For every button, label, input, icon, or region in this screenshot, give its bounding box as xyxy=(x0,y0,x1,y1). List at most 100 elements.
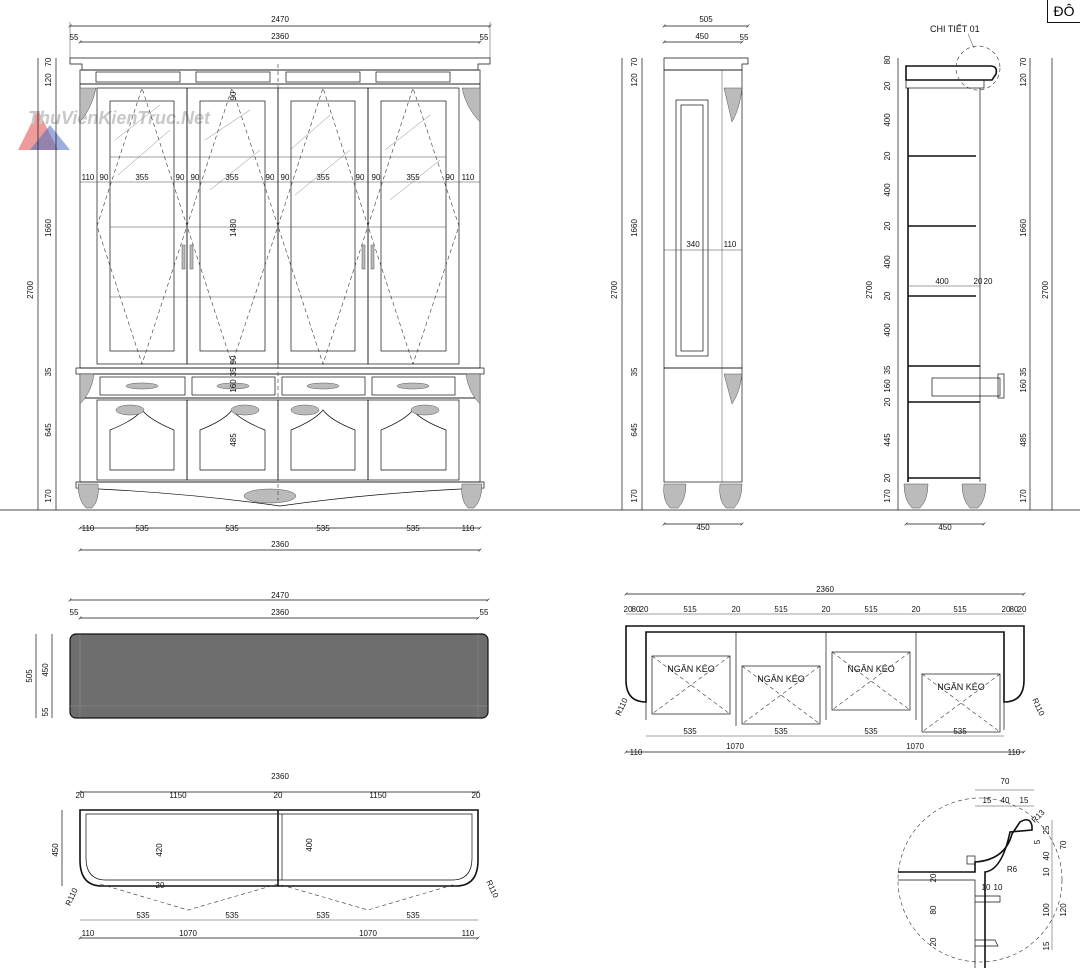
dim-bottom-0: 110 xyxy=(82,524,95,533)
dimension-label: 15 xyxy=(983,796,992,805)
dim-front-overhang-right: 55 xyxy=(480,33,489,42)
dim-bottom-5: 110 xyxy=(462,524,475,533)
dimension-label: 420 xyxy=(155,843,164,857)
dim-mod-11: 355 xyxy=(406,173,420,182)
dimension-label: 55 xyxy=(41,707,50,716)
dimension-label: 110 xyxy=(462,929,475,938)
dimension-label: NGĂN KÉO xyxy=(847,664,895,674)
dimension-label: 20 xyxy=(156,881,165,890)
dim-mod-8: 355 xyxy=(316,173,330,182)
dimension-label: 535 xyxy=(316,911,330,920)
dimension-label: 20 xyxy=(624,605,633,614)
dimension-label: 450 xyxy=(41,663,50,677)
dimension-label: 55 xyxy=(70,608,79,617)
dimension-label: 20 xyxy=(732,605,741,614)
dimension-label: 20 xyxy=(883,291,892,300)
dimension-label: 445 xyxy=(883,433,892,447)
detail-01: 70 15 40 15 R13 R6 25 70 40 10 100 120 1… xyxy=(897,777,1068,968)
dim-mid-485: 485 xyxy=(229,433,238,447)
dimension-label: 15 xyxy=(1042,941,1051,950)
dim-mod-13: 110 xyxy=(462,173,475,182)
section-dimensions: 80 20 400 20 400 20 400 20 400 35 160 20… xyxy=(865,55,1053,532)
dimension-label: 20 xyxy=(883,221,892,230)
dimension-label: 20 xyxy=(883,81,892,90)
dimension-label: 70 xyxy=(1001,777,1010,786)
dimension-label: 20 xyxy=(883,473,892,482)
watermark-text: ThuVienKienTruc.Net xyxy=(28,108,211,128)
dimension-label: R110 xyxy=(64,886,80,907)
dimension-label: 400 xyxy=(305,838,314,852)
dimension-label: 535 xyxy=(136,911,150,920)
dim-front-h-upper: 1660 xyxy=(44,219,53,237)
dim-mod-9: 90 xyxy=(356,173,365,182)
dimension-label: 120 xyxy=(1059,903,1068,917)
side-elevation xyxy=(663,57,749,509)
dimension-label: 515 xyxy=(864,605,878,614)
dim-mod-5: 355 xyxy=(225,173,239,182)
dimension-label: 20 xyxy=(929,937,938,946)
dimension-label: 535 xyxy=(774,727,788,736)
dim-mod-1: 90 xyxy=(100,173,109,182)
dimension-label: 400 xyxy=(883,113,892,127)
top-plan: 2470 2360 55 55 505 450 55 xyxy=(25,591,490,719)
dimension-label: NGĂN KÉO xyxy=(757,674,805,684)
dimension-label: R110 xyxy=(1030,697,1046,718)
dim-top-width-inner: 2360 xyxy=(271,608,289,617)
dim-front-width-inner: 2360 xyxy=(271,32,289,41)
dim-bottom-1: 535 xyxy=(135,524,149,533)
dimension-label: 40 xyxy=(1001,796,1010,805)
dimension-label: NGĂN KÉO xyxy=(937,682,985,692)
dimension-label: 1070 xyxy=(359,929,377,938)
dim-mod-4: 90 xyxy=(191,173,200,182)
dim-front-h-cornice: 120 xyxy=(44,73,53,87)
dimension-label: 5 xyxy=(1033,839,1042,844)
drawer-4: NGĂN KÉO xyxy=(921,673,1001,733)
dimension-label: 20 xyxy=(76,791,85,800)
dimension-label: 535 xyxy=(683,727,697,736)
dimension-label: 1070 xyxy=(179,929,197,938)
dim-glass-top: 90 xyxy=(229,91,238,100)
dim-mod-6: 90 xyxy=(266,173,275,182)
dim-side-h-3: 2700 xyxy=(610,281,619,299)
dim-side-h-4: 35 xyxy=(630,367,639,376)
dimension-label: 10 xyxy=(994,883,1003,892)
dimension-label: 25 xyxy=(1042,825,1051,834)
dimension-label: 400 xyxy=(935,277,949,286)
dimension-label: R110 xyxy=(614,696,630,717)
dim-side-overhang: 55 xyxy=(740,33,749,42)
dimension-label: 20 xyxy=(912,605,921,614)
dimension-label: 400 xyxy=(883,255,892,269)
dimension-label: 1070 xyxy=(906,742,924,751)
dim-side-h-1: 70 xyxy=(630,57,639,66)
dimension-label: 20 xyxy=(822,605,831,614)
dim-mod-10: 90 xyxy=(372,173,381,182)
dimension-label: 535 xyxy=(953,727,967,736)
dimension-label: 1150 xyxy=(369,791,387,800)
dimension-label: 160 xyxy=(883,379,892,393)
dimension-label: 515 xyxy=(953,605,967,614)
dimension-label: 110 xyxy=(1008,748,1021,757)
dimension-label: 2700 xyxy=(865,281,874,299)
dimension-label: 35 xyxy=(1019,367,1028,376)
dimension-label: NGĂN KÉO xyxy=(667,664,715,674)
dim-bottom-3: 535 xyxy=(316,524,330,533)
drawer-plan: NGĂN KÉO NGĂN KÉO NGĂN KÉO NGĂN KÉO 2360… xyxy=(614,585,1047,757)
dimension-label: 515 xyxy=(774,605,788,614)
dim-bottom-total: 2360 xyxy=(271,540,289,549)
dimension-label: R6 xyxy=(1007,865,1018,874)
dimension-label: 450 xyxy=(938,523,952,532)
dim-mid-35: 35 xyxy=(229,367,238,376)
dimension-label: 1070 xyxy=(726,742,744,751)
dim-mod-12: 90 xyxy=(446,173,455,182)
dimension-label: 515 xyxy=(683,605,697,614)
dimension-label: 20 xyxy=(883,397,892,406)
dim-mod-2: 355 xyxy=(135,173,149,182)
dimension-label: 15 xyxy=(1020,796,1029,805)
dim-front-overhang-left: 55 xyxy=(70,33,79,42)
dimension-label: 535 xyxy=(864,727,878,736)
dimension-label: 10 xyxy=(1042,867,1051,876)
dimension-label: 20 xyxy=(883,151,892,160)
dimension-label: 70 xyxy=(1059,840,1068,849)
drawer-3: NGĂN KÉO xyxy=(831,651,911,711)
